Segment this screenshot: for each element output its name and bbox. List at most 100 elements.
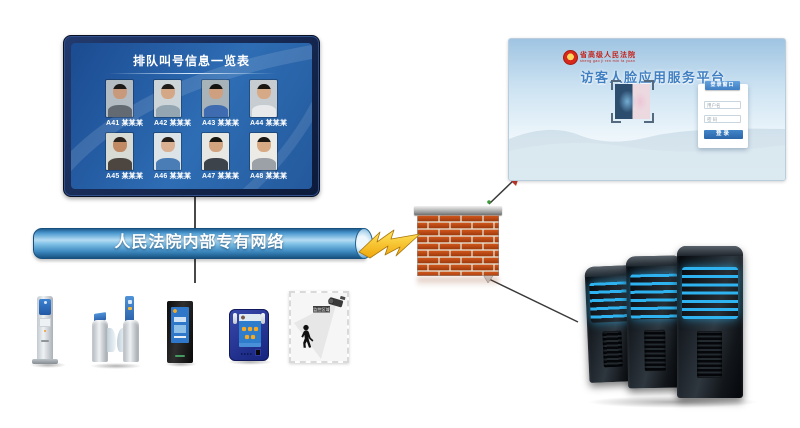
visitor-photo (106, 80, 133, 117)
queue-code: A46 (154, 173, 168, 180)
queue-entry: A45 某某某 (106, 133, 143, 181)
org-name: 省高级人民法院 (580, 52, 636, 59)
label-badge (313, 306, 330, 313)
queue-entry: A44 某某某 (250, 80, 287, 128)
scan-bracket-icon (611, 80, 621, 90)
shadow (228, 359, 272, 365)
queue-caption: A45 某某某 (106, 171, 143, 181)
queue-caption: A47 某某某 (202, 171, 239, 181)
queue-caption: A41 某某某 (106, 118, 143, 128)
firewall-reflection (417, 277, 499, 287)
gate-pedestal-left (92, 320, 108, 362)
face-recognition-terminal (229, 309, 269, 361)
avatar-torso (107, 105, 132, 117)
surveillance-area-illustration: 监控区域 (289, 291, 349, 363)
queue-entry: A42 某某某 (154, 80, 191, 128)
queue-code: A48 (250, 173, 264, 180)
avatar-torso (155, 158, 180, 170)
avatar-torso (251, 105, 276, 117)
terminal-screen (239, 314, 261, 347)
queue-entry: A46 某某某 (154, 133, 191, 181)
visitor-photo (106, 133, 133, 170)
firewall-to-servers-line (488, 278, 579, 323)
avatar-head (160, 84, 175, 100)
org-subtitle: sheng gao ji ren min fa yuan (580, 59, 636, 63)
shadow (30, 362, 66, 368)
face-scan-image (611, 80, 654, 123)
kiosk-logo (175, 355, 185, 357)
queue-name: 某某某 (169, 120, 192, 127)
avatar-head (208, 137, 223, 153)
queue-name: 某某某 (121, 173, 144, 180)
queue-screen-panel: 排队叫号信息一览表 A41 某某某 A42 某某某 A43 某某某 A44 某 (71, 43, 312, 189)
server-cluster (584, 246, 763, 404)
queue-screen-title: 排队叫号信息一览表 (132, 54, 250, 68)
gate-display (125, 296, 134, 323)
queue-grid: A41 某某某 A42 某某某 A43 某某某 A44 某某某 A45 某某某 (71, 80, 312, 181)
queue-ticket-kiosk (32, 296, 58, 364)
login-button[interactable]: 登录 (704, 130, 743, 139)
login-panel-header: 登录窗口 (705, 81, 740, 90)
server-led-stripes (630, 274, 680, 320)
kiosk-screen (39, 299, 51, 315)
queue-name: 某某某 (265, 120, 288, 127)
queue-code: A41 (106, 120, 120, 127)
title-underline (107, 73, 276, 74)
queue-entry: A43 某某某 (202, 80, 239, 128)
firewall-cap (414, 206, 502, 215)
queue-name: 某某某 (121, 120, 144, 127)
queue-caption: A42 某某某 (154, 118, 191, 128)
avatar-torso (203, 158, 228, 170)
server-led-stripes (681, 267, 739, 319)
entrance-gate (92, 296, 140, 366)
queue-entry: A47 某某某 (202, 133, 239, 181)
visitor-photo (250, 80, 277, 117)
visitor-photo (154, 80, 181, 117)
queue-name: 某某某 (265, 173, 288, 180)
visitor-platform-screen: 省高级人民法院 sheng gao ji ren min fa yuan 访客人… (508, 38, 786, 181)
surveillance-zone-label: 监控区域 (313, 306, 331, 313)
avatar-head (208, 84, 223, 100)
queue-caption: A44 某某某 (250, 118, 287, 128)
scan-bracket-icon (611, 113, 621, 123)
pedestrian-silhouette (301, 324, 314, 348)
surveillance-scene: 监控区域 (291, 293, 347, 361)
queue-code: A45 (106, 173, 120, 180)
server-tower (625, 255, 685, 389)
queue-info-screen: 排队叫号信息一览表 A41 某某某 A42 某某某 A43 某某某 A44 某 (63, 35, 320, 197)
queue-caption: A43 某某某 (202, 118, 239, 128)
avatar-head (256, 137, 271, 153)
firewall-to-platform-line (488, 179, 515, 205)
court-emblem-icon (563, 50, 578, 65)
login-panel: 登录窗口 登录 (698, 81, 748, 148)
lightning-connector-icon (358, 229, 421, 259)
green-endpoint-dot (487, 200, 491, 204)
visitor-photo (250, 133, 277, 170)
queue-code: A43 (202, 120, 216, 127)
queue-entry: A41 某某某 (106, 80, 143, 128)
firewall-icon (414, 206, 502, 276)
gate-wing-left (107, 328, 116, 352)
password-input[interactable] (704, 115, 741, 123)
kiosk-button (44, 330, 46, 332)
terminal-light-bar (233, 313, 237, 324)
info-kiosk-screen (171, 307, 189, 343)
visitor-photo (154, 133, 181, 170)
cctv-camera-icon (328, 296, 346, 308)
queue-name: 某某某 (169, 173, 192, 180)
visitor-photo (202, 80, 229, 117)
queue-caption: A46 某某某 (154, 171, 191, 181)
username-input[interactable] (704, 101, 741, 109)
server-tower (677, 246, 743, 398)
terminal-light-bar (261, 313, 265, 324)
speaker-grille (241, 353, 253, 355)
ticket-slot (41, 340, 49, 342)
internal-network-pipe: 人民法院内部专有网络 (33, 228, 373, 259)
queue-entry: A48 某某某 (250, 133, 287, 181)
queue-code: A47 (202, 173, 216, 180)
info-kiosk (167, 301, 193, 363)
shadow (90, 363, 142, 369)
server-vents (643, 329, 666, 372)
queue-name: 某某某 (217, 120, 240, 127)
avatar-head (256, 84, 271, 100)
